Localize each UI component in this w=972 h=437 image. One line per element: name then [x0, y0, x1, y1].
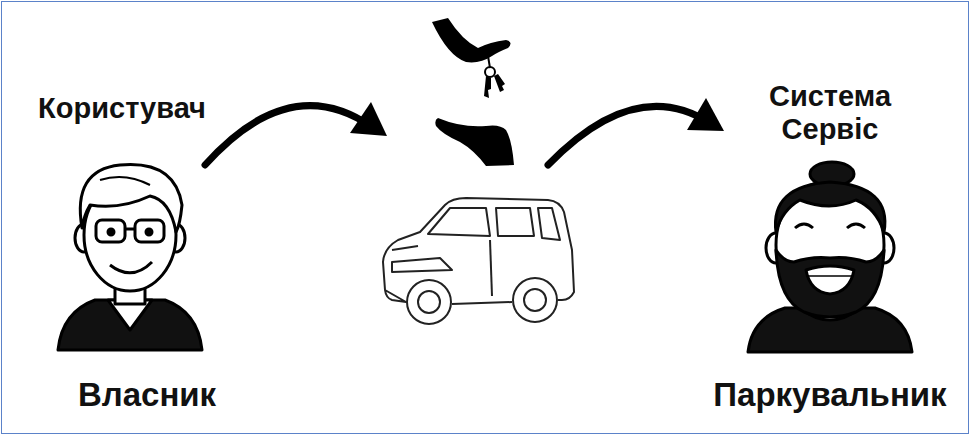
car-wheel: [513, 278, 557, 322]
owner-glasses: [135, 220, 164, 242]
arrow-head: [687, 98, 724, 131]
owner-glasses: [96, 220, 125, 242]
car-grille: [392, 258, 452, 272]
car-hub: [418, 291, 440, 313]
role-label: Користувач: [38, 92, 206, 125]
arrow-head: [350, 102, 387, 136]
valet-hair: [775, 182, 884, 232]
owner-figure: [58, 165, 202, 351]
car-window: [538, 208, 560, 240]
flow-arrow: [548, 98, 724, 165]
car-window: [496, 208, 534, 236]
key: [484, 76, 491, 98]
key-handover: [432, 18, 514, 166]
owner-hair: [80, 165, 182, 233]
person-label: Паркувальник: [713, 376, 946, 414]
valet-mouth: [806, 266, 854, 294]
owner-eye: [146, 229, 152, 235]
car-wheel: [407, 280, 451, 324]
car-headlight: [392, 246, 418, 250]
owner-shirt: [58, 300, 202, 350]
car: [383, 198, 574, 324]
role-label: Система Сервіс: [769, 80, 891, 147]
receiving-hand: [435, 118, 514, 166]
valet-teeth: [808, 275, 852, 277]
car-door-line: [490, 240, 492, 296]
car-hub: [524, 289, 546, 311]
key: [494, 74, 505, 92]
car-window: [428, 208, 490, 236]
owner-smile: [110, 262, 152, 273]
person-label: Власник: [78, 376, 216, 414]
arrow-curve: [548, 106, 710, 165]
valet-beard: [776, 250, 884, 317]
owner-hair-line: [100, 177, 150, 185]
valet-figure: [748, 162, 912, 352]
arrow-curve: [205, 106, 372, 165]
owner-glasses-bridge: [125, 228, 135, 231]
valet-eye: [795, 224, 813, 228]
giving-hand: [432, 18, 511, 62]
flow-arrow: [205, 102, 387, 165]
owner-eye: [108, 229, 114, 235]
valet-eye: [847, 224, 865, 228]
key-ring: [485, 67, 495, 77]
